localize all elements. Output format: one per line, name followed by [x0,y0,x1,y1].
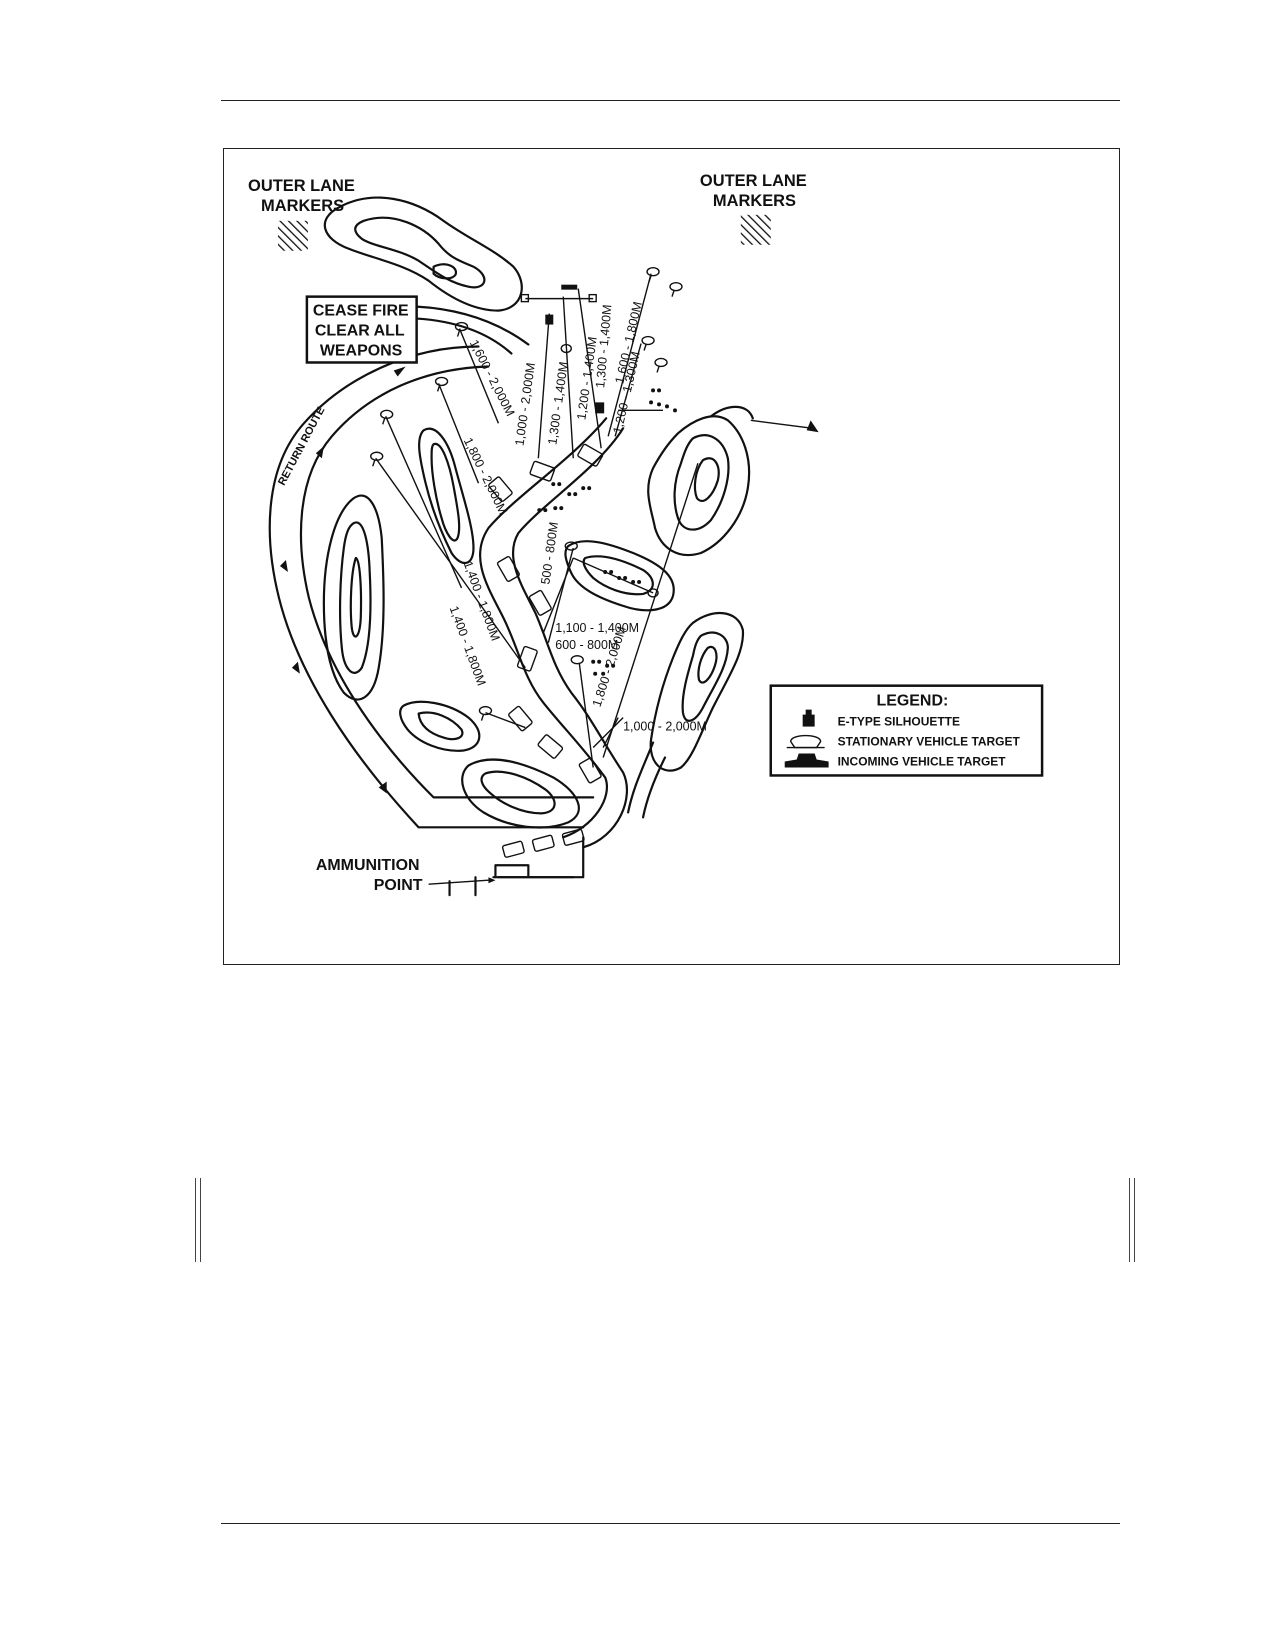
stationary-vehicle-icon [647,588,659,598]
legend-item-label: STATIONARY VEHICLE TARGET [838,735,1021,749]
ammunition-point-label: AMMUNITION POINT [316,857,424,894]
stationary-vehicle-icon [570,655,584,665]
silhouette-cluster [537,388,677,676]
legend-item-label: INCOMING VEHICLE TARGET [838,754,1007,768]
terrain-hill [323,196,523,312]
stationary-vehicle-icon [380,409,394,425]
return-route-label: RETURN ROUTE [276,405,328,488]
vehicle-icon [501,840,525,858]
outer-lane-left-label: OUTER LANE MARKERS [248,177,359,215]
target-lines [375,273,819,768]
route-arrow-icon [393,366,406,377]
route-arrow-icon [378,781,387,794]
ammunition-point-building [448,864,575,897]
vehicle-icon [537,734,564,759]
terrain-hill [647,405,754,557]
outer-lane-right-label: OUTER LANE MARKERS [700,172,811,210]
terrain-pond [564,540,675,612]
stationary-vehicle-icon [641,335,655,351]
stationary-vehicle-icon [520,293,530,303]
range-label: 1,200 - 1,300M [610,350,642,435]
terrain-ridge [627,611,744,819]
stationary-vehicle-icon [454,321,469,337]
silhouette-targets [537,284,677,676]
terrain-ridge [322,494,385,701]
range-diagram: OUTER LANE MARKERS OUTER LANE MARKERS [248,172,1044,897]
range-diagram-frame: OUTER LANE MARKERS OUTER LANE MARKERS [223,148,1120,965]
arrow-head-icon [806,420,819,433]
terrain-ridge [418,427,475,564]
cease-fire-leader [415,317,513,355]
vehicle-icon [531,834,555,852]
range-label: 600 - 800M [555,638,618,652]
legend: LEGEND: E-TYPE SILHOUETTE STATIONARY VEH… [769,684,1044,777]
silhouette-icon [561,284,578,290]
vehicle-icon [578,757,602,784]
legend-title: LEGEND: [876,693,948,710]
silhouette-icon [545,314,554,325]
range-label: 1,800 - 2,000M [461,435,510,516]
range-label: 1,000 - 2,000M [512,362,538,447]
stationary-vehicle-icon [478,705,493,721]
cease-fire-box [305,295,418,364]
vehicle-icon [528,589,552,616]
silhouette-icon [802,709,815,727]
range-label: 1,300 - 1,400M [545,361,571,446]
range-label: 1,100 - 1,400M [555,621,639,635]
header-rule [221,100,1120,101]
stationary-vehicle-icon [646,267,660,282]
silhouette-icon [595,402,605,414]
vehicle-icon [508,705,533,732]
range-label: 1,300 - 1,400M [593,304,614,389]
vehicle-icon [577,443,604,467]
legend-item-label: E-TYPE SILHOUETTE [838,715,960,729]
stationary-vehicle-icon [370,451,384,467]
lane-vehicles [488,443,604,858]
change-bar-right [1129,1178,1135,1262]
stationary-vehicle-icon [560,343,572,354]
cease-fire-leader [415,305,530,346]
route-arrow-icon [315,446,324,459]
route-arrow-icon [291,661,300,674]
stationary-vehicle-icon [786,734,825,749]
vehicle-icon [496,556,520,582]
outer-lane-marker-left [277,220,308,251]
arrow-head-icon [488,877,496,884]
vehicle-icon [488,476,513,502]
stationary-vehicle-icon [654,357,668,373]
range-label: 500 - 800M [538,521,561,585]
stationary-targets [370,267,683,721]
stationary-vehicle-icon [669,281,683,297]
cease-fire-label: CEASE FIRE CLEAR ALL WEAPONS [313,303,413,360]
vehicle-icon [516,645,538,672]
stationary-vehicle-icon [434,376,449,392]
vehicle-icon [561,828,585,846]
vehicle-icon [529,460,556,482]
range-label: 1,000 - 2,000M [623,720,707,734]
return-route [268,345,595,829]
stationary-vehicle-icon [564,541,578,551]
change-bar-left [195,1178,201,1262]
stationary-vehicle-icon [588,293,597,303]
outer-lane-marker-right [740,214,771,245]
ammunition-pointer [428,879,489,885]
route-arrow-icon [279,559,288,572]
terrain-pond [399,700,580,829]
incoming-vehicle-icon [784,753,829,768]
footer-rule [221,1523,1120,1524]
